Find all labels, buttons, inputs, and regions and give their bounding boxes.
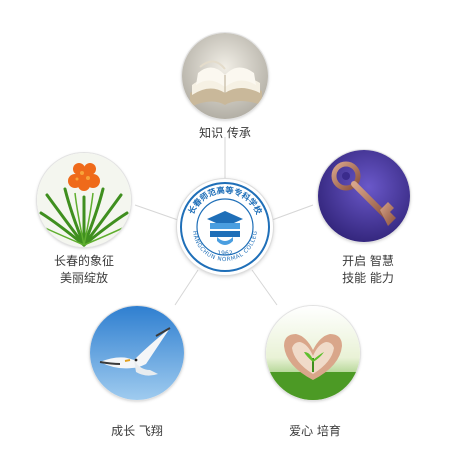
label-line: 长春的象征 xyxy=(53,254,114,268)
label-line: 开启 智慧 xyxy=(342,254,394,268)
node-key xyxy=(318,150,410,242)
seagull-icon xyxy=(90,306,184,400)
clivia-flower-icon xyxy=(37,153,131,247)
open-book-icon xyxy=(182,33,268,119)
heart-hands-sprout-icon xyxy=(266,306,360,400)
label-line: 技能 能力 xyxy=(342,271,394,285)
line-bottom-left xyxy=(174,269,199,306)
label-hands: 爱心 培育 xyxy=(280,423,350,440)
label-line: 美丽绽放 xyxy=(59,271,108,285)
line-bottom-right xyxy=(251,269,278,306)
seal-year: 1962 xyxy=(217,250,232,257)
college-seal-icon: 长春师范高等专科学校 CHANGCHUN NORMAL COLLEGE 1962 xyxy=(177,179,270,272)
key-icon xyxy=(318,150,410,242)
label-line: 知识 传承 xyxy=(199,126,251,140)
label-key: 开启 智慧 技能 能力 xyxy=(328,253,408,287)
label-line: 爱心 培育 xyxy=(289,424,341,438)
node-flower xyxy=(37,153,131,247)
college-seal: 长春师范高等专科学校 CHANGCHUN NORMAL COLLEGE 1962 xyxy=(177,179,273,275)
label-bird: 成长 飞翔 xyxy=(102,423,172,440)
node-books xyxy=(182,33,268,119)
line-left xyxy=(134,204,179,221)
label-books: 知识 传承 xyxy=(195,125,255,142)
label-flower: 长春的象征 美丽绽放 xyxy=(35,253,133,287)
label-line: 成长 飞翔 xyxy=(111,424,163,438)
node-hands xyxy=(266,306,360,400)
node-bird xyxy=(90,306,184,400)
line-right xyxy=(271,204,314,221)
